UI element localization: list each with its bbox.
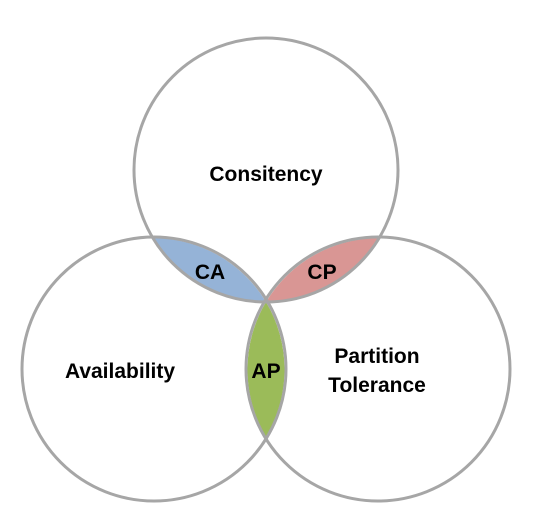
ca-label: CA [195, 261, 225, 284]
ca-intersection [153, 238, 266, 302]
cp-label: CP [307, 261, 336, 284]
ap-label: AP [251, 360, 280, 383]
partition-tolerance-label-line2: Tolerance [328, 374, 426, 397]
ap-intersection [247, 302, 285, 437]
availability-circle [20, 235, 288, 503]
consistency-circle [132, 36, 400, 304]
consistency-label: Consitency [209, 163, 323, 186]
partition-tolerance-label-line1: Partition [334, 345, 419, 368]
partition-tolerance-circle [244, 235, 512, 503]
cp-intersection [266, 238, 379, 302]
availability-label: Availability [65, 360, 175, 383]
